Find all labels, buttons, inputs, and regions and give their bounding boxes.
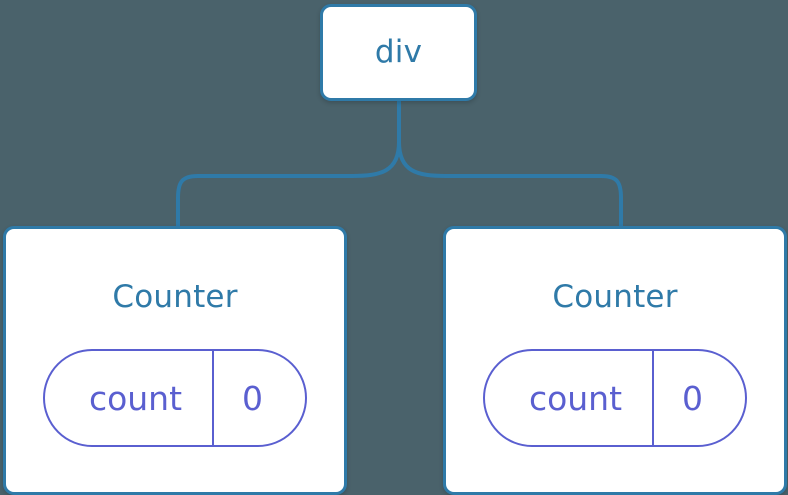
node-counter-right[interactable]: Counter count 0 bbox=[443, 226, 787, 495]
connector-to-right-counter bbox=[397, 140, 623, 228]
state-key-left: count bbox=[45, 351, 215, 445]
node-div-label: div bbox=[374, 34, 423, 70]
node-counter-left-label: Counter bbox=[112, 279, 238, 315]
state-value-right: 0 bbox=[682, 378, 704, 418]
state-value-left: 0 bbox=[242, 378, 264, 418]
state-pill-right: count 0 bbox=[482, 349, 748, 447]
node-counter-right-label: Counter bbox=[552, 279, 678, 315]
node-counter-left[interactable]: Counter count 0 bbox=[3, 226, 347, 495]
state-pill-left: count 0 bbox=[42, 349, 308, 447]
node-div[interactable]: div bbox=[320, 4, 477, 101]
state-key-right: count bbox=[485, 351, 655, 445]
connector-to-left-counter bbox=[176, 140, 401, 228]
